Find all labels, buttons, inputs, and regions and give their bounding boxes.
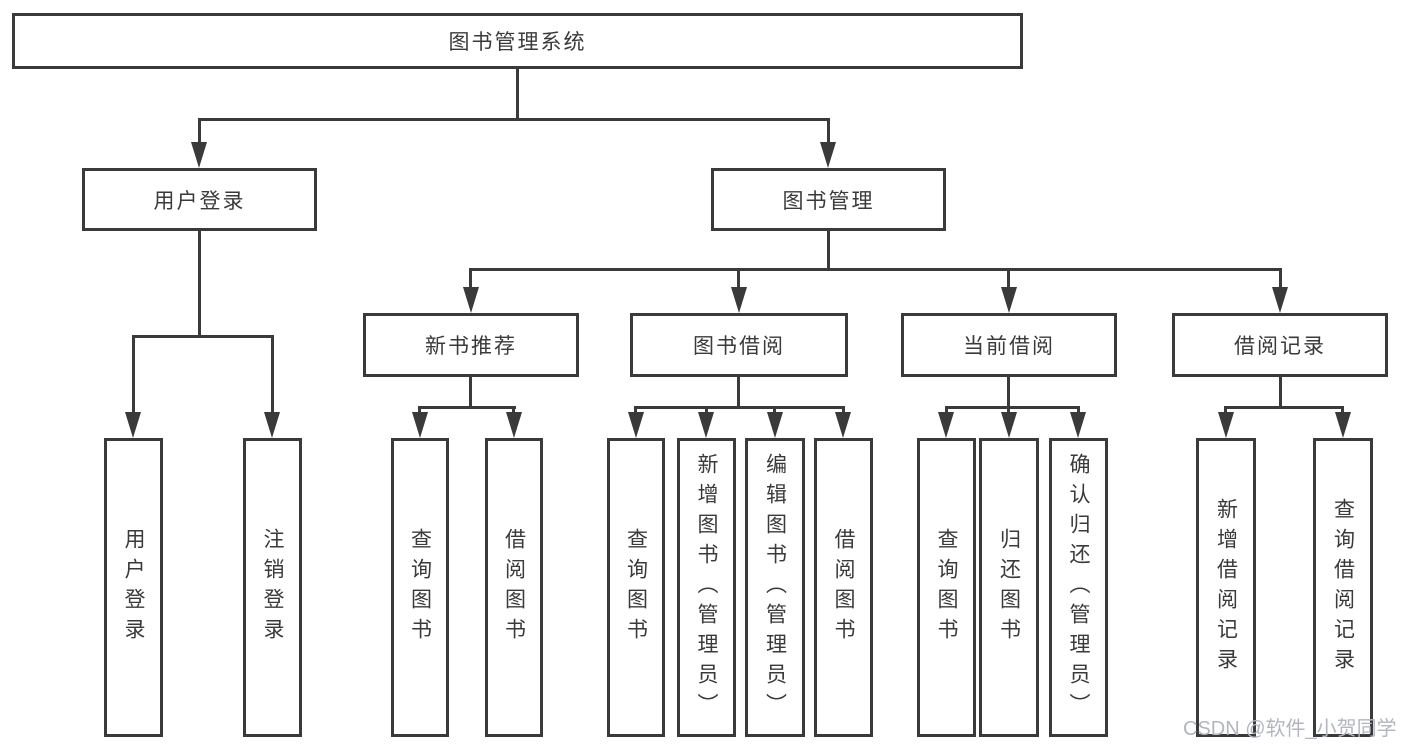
connector-line bbox=[634, 406, 637, 414]
connector-line bbox=[1341, 406, 1344, 414]
connector-line bbox=[132, 335, 135, 413]
node-library-management-system: 图书管理系统 bbox=[12, 13, 1023, 69]
connector-line bbox=[1279, 268, 1282, 290]
arrow-down-icon bbox=[191, 142, 207, 168]
leaf-query-books-current: 查询图书 bbox=[917, 438, 976, 737]
node-label: 借阅记录 bbox=[1234, 335, 1326, 358]
arrow-down-icon bbox=[125, 412, 141, 438]
connector-line bbox=[512, 406, 515, 414]
leaf-borrow-books-recommend: 借阅图书 bbox=[485, 438, 543, 737]
connector-line bbox=[737, 377, 740, 406]
node-label: 新书推荐 bbox=[425, 335, 517, 358]
arrow-down-icon bbox=[1335, 412, 1351, 438]
arrow-down-icon bbox=[1001, 287, 1017, 313]
leaf-label: 新增借阅记录 bbox=[1214, 497, 1238, 678]
node-new-book-recommend: 新书推荐 bbox=[363, 313, 579, 377]
arrow-down-icon bbox=[506, 412, 522, 438]
leaf-label: 查询图书 bbox=[624, 527, 648, 648]
arrow-down-icon bbox=[767, 412, 783, 438]
leaf-label: 查询借阅记录 bbox=[1331, 497, 1355, 678]
arrow-down-icon bbox=[835, 412, 851, 438]
arrow-down-icon bbox=[1070, 412, 1086, 438]
arrow-down-icon bbox=[698, 412, 714, 438]
connector-line bbox=[469, 268, 1282, 271]
connector-line bbox=[1224, 406, 1227, 414]
node-current-borrowing: 当前借阅 bbox=[901, 313, 1117, 377]
arrow-down-icon bbox=[1218, 412, 1234, 438]
arrow-down-icon bbox=[628, 412, 644, 438]
connector-line bbox=[945, 406, 948, 414]
leaf-label: 用户登录 bbox=[122, 527, 145, 648]
connector-line bbox=[418, 406, 421, 414]
connector-line bbox=[827, 118, 830, 146]
leaf-label: 借阅图书 bbox=[502, 527, 526, 648]
arrow-down-icon bbox=[731, 287, 747, 313]
connector-line bbox=[634, 406, 845, 409]
node-label: 图书管理系统 bbox=[448, 31, 587, 54]
leaf-label: 查询图书 bbox=[408, 527, 432, 648]
connector-line bbox=[1007, 406, 1010, 414]
connector-line bbox=[827, 231, 830, 270]
leaf-query-books-recommend: 查询图书 bbox=[391, 438, 449, 737]
connector-line bbox=[773, 406, 776, 414]
csdn-watermark: CSDN @软件_小贺同学 bbox=[1183, 718, 1397, 740]
connector-line bbox=[1007, 268, 1010, 290]
connector-line bbox=[469, 377, 472, 406]
leaf-label: 注销登录 bbox=[261, 527, 284, 648]
node-book-borrowing: 图书借阅 bbox=[630, 313, 848, 377]
leaf-label: 确认归还（管理员） bbox=[1067, 452, 1090, 723]
arrow-down-icon bbox=[1001, 412, 1017, 438]
leaf-user-login: 用户登录 bbox=[104, 438, 163, 737]
connector-line bbox=[1077, 406, 1080, 414]
arrow-down-icon bbox=[938, 412, 954, 438]
connector-line bbox=[842, 406, 845, 414]
node-label: 当前借阅 bbox=[963, 335, 1055, 358]
leaf-query-books-borrowing: 查询图书 bbox=[607, 438, 665, 737]
node-label: 用户登录 bbox=[153, 189, 246, 213]
leaf-logout: 注销登录 bbox=[243, 438, 302, 737]
connector-line bbox=[198, 118, 830, 121]
leaf-label: 归还图书 bbox=[997, 527, 1021, 648]
arrow-down-icon bbox=[820, 142, 836, 168]
leaf-label: 新增图书（管理员） bbox=[695, 452, 718, 723]
connector-line bbox=[705, 406, 708, 414]
leaf-add-books-admin: 新增图书（管理员） bbox=[677, 438, 736, 737]
leaf-query-borrow-record: 查询借阅记录 bbox=[1313, 438, 1373, 737]
leaf-label: 借阅图书 bbox=[832, 527, 855, 648]
connector-line bbox=[418, 406, 516, 409]
connector-line bbox=[132, 335, 274, 338]
leaf-label: 查询图书 bbox=[935, 527, 958, 648]
connector-line bbox=[1224, 406, 1344, 409]
arrow-down-icon bbox=[463, 287, 479, 313]
leaf-return-books: 归还图书 bbox=[979, 438, 1039, 737]
leaf-confirm-return-admin: 确认归还（管理员） bbox=[1049, 438, 1108, 737]
node-label: 图书管理 bbox=[782, 189, 875, 213]
connector-line bbox=[1007, 377, 1010, 406]
node-book-management: 图书管理 bbox=[711, 168, 946, 231]
connector-line bbox=[516, 69, 519, 120]
arrow-down-icon bbox=[1272, 287, 1288, 313]
node-user-login: 用户登录 bbox=[82, 168, 317, 231]
leaf-edit-books-admin: 编辑图书（管理员） bbox=[745, 438, 805, 737]
arrow-down-icon bbox=[412, 412, 428, 438]
leaf-borrow-books: 借阅图书 bbox=[814, 438, 873, 737]
leaf-label: 编辑图书（管理员） bbox=[763, 452, 787, 723]
connector-line bbox=[198, 118, 201, 146]
connector-line bbox=[198, 231, 201, 335]
connector-line bbox=[1279, 377, 1282, 406]
node-borrowing-records: 借阅记录 bbox=[1172, 313, 1388, 377]
connector-line bbox=[469, 268, 472, 290]
node-label: 图书借阅 bbox=[693, 335, 785, 358]
arrow-down-icon bbox=[264, 412, 280, 438]
connector-line bbox=[271, 335, 274, 413]
leaf-add-borrow-record: 新增借阅记录 bbox=[1196, 438, 1256, 737]
connector-line bbox=[945, 406, 1080, 409]
connector-line bbox=[737, 268, 740, 290]
